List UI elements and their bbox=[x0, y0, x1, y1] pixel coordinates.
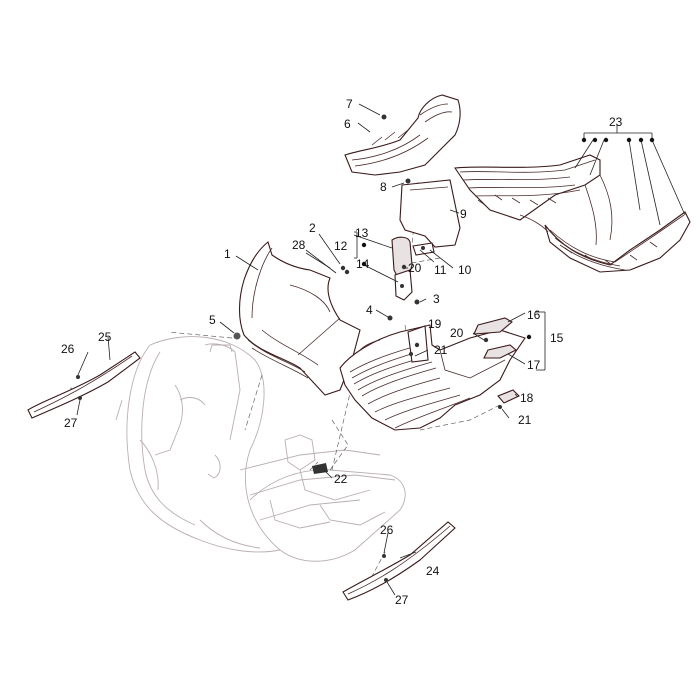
callout-21a: 21 bbox=[434, 343, 448, 357]
plate-part bbox=[399, 179, 461, 248]
callout-1: 1 bbox=[224, 247, 231, 261]
callout-14: 14 bbox=[356, 257, 370, 271]
callout-24: 24 bbox=[426, 564, 440, 578]
nut-11 bbox=[421, 246, 425, 250]
screw-21b bbox=[498, 405, 502, 409]
callout-20b: 20 bbox=[450, 326, 464, 340]
screw-3 bbox=[414, 299, 420, 305]
callout-21b: 21 bbox=[518, 413, 532, 427]
nut-8 bbox=[405, 178, 411, 184]
callout-dots bbox=[361, 137, 655, 340]
callout-22: 22 bbox=[334, 472, 348, 486]
screw-21a bbox=[409, 352, 413, 356]
callout-8: 8 bbox=[380, 180, 387, 194]
callout-19: 19 bbox=[428, 317, 442, 331]
plate-18-part bbox=[497, 389, 520, 404]
screw-4 bbox=[387, 315, 393, 321]
scooter-body-outline bbox=[115, 336, 406, 562]
fasteners bbox=[233, 114, 502, 474]
callout-6: 6 bbox=[344, 117, 351, 131]
front-mat-part bbox=[344, 94, 461, 176]
side-rail-right-part bbox=[342, 521, 456, 601]
side-rail-left-part bbox=[27, 351, 141, 419]
leader-lines bbox=[76, 103, 686, 596]
callout-15: 15 bbox=[550, 331, 564, 345]
callout-26b: 26 bbox=[380, 523, 394, 537]
clip-22 bbox=[312, 463, 328, 474]
callout-labels: 1 2 28 12 13 14 20 11 10 9 8 7 6 23 3 4 … bbox=[61, 97, 623, 607]
callout-3: 3 bbox=[433, 292, 440, 306]
screw-2 bbox=[344, 269, 350, 275]
screw-28 bbox=[340, 265, 346, 271]
callout-27b: 27 bbox=[395, 593, 409, 607]
screw-20b bbox=[483, 337, 489, 343]
callout-9: 9 bbox=[460, 207, 467, 221]
footboard-part bbox=[339, 324, 526, 431]
callout-2: 2 bbox=[309, 221, 316, 235]
callout-10: 10 bbox=[458, 263, 472, 277]
callout-7: 7 bbox=[346, 97, 353, 111]
screw-20a bbox=[401, 264, 407, 270]
callout-12: 12 bbox=[334, 239, 348, 253]
callout-23: 23 bbox=[609, 115, 623, 129]
bracket-19-part bbox=[407, 325, 429, 363]
plate-16-part bbox=[473, 317, 513, 335]
callout-18: 18 bbox=[520, 391, 534, 405]
callout-17: 17 bbox=[527, 358, 541, 372]
clip-5 bbox=[233, 332, 241, 340]
callout-25: 25 bbox=[98, 330, 112, 344]
callout-5: 5 bbox=[209, 313, 216, 327]
callout-16: 16 bbox=[527, 308, 541, 322]
leg-shield-back-part bbox=[238, 241, 361, 396]
callout-26a: 26 bbox=[61, 342, 75, 356]
rubber-strips-part bbox=[454, 154, 691, 273]
callout-28: 28 bbox=[292, 238, 306, 252]
callout-27a: 27 bbox=[64, 416, 78, 430]
callout-20a: 20 bbox=[408, 261, 422, 275]
callout-13: 13 bbox=[355, 226, 369, 240]
callout-11: 11 bbox=[434, 263, 447, 277]
callout-4: 4 bbox=[366, 303, 373, 317]
screw-7 bbox=[381, 114, 387, 120]
bracket-13-part bbox=[391, 236, 413, 301]
